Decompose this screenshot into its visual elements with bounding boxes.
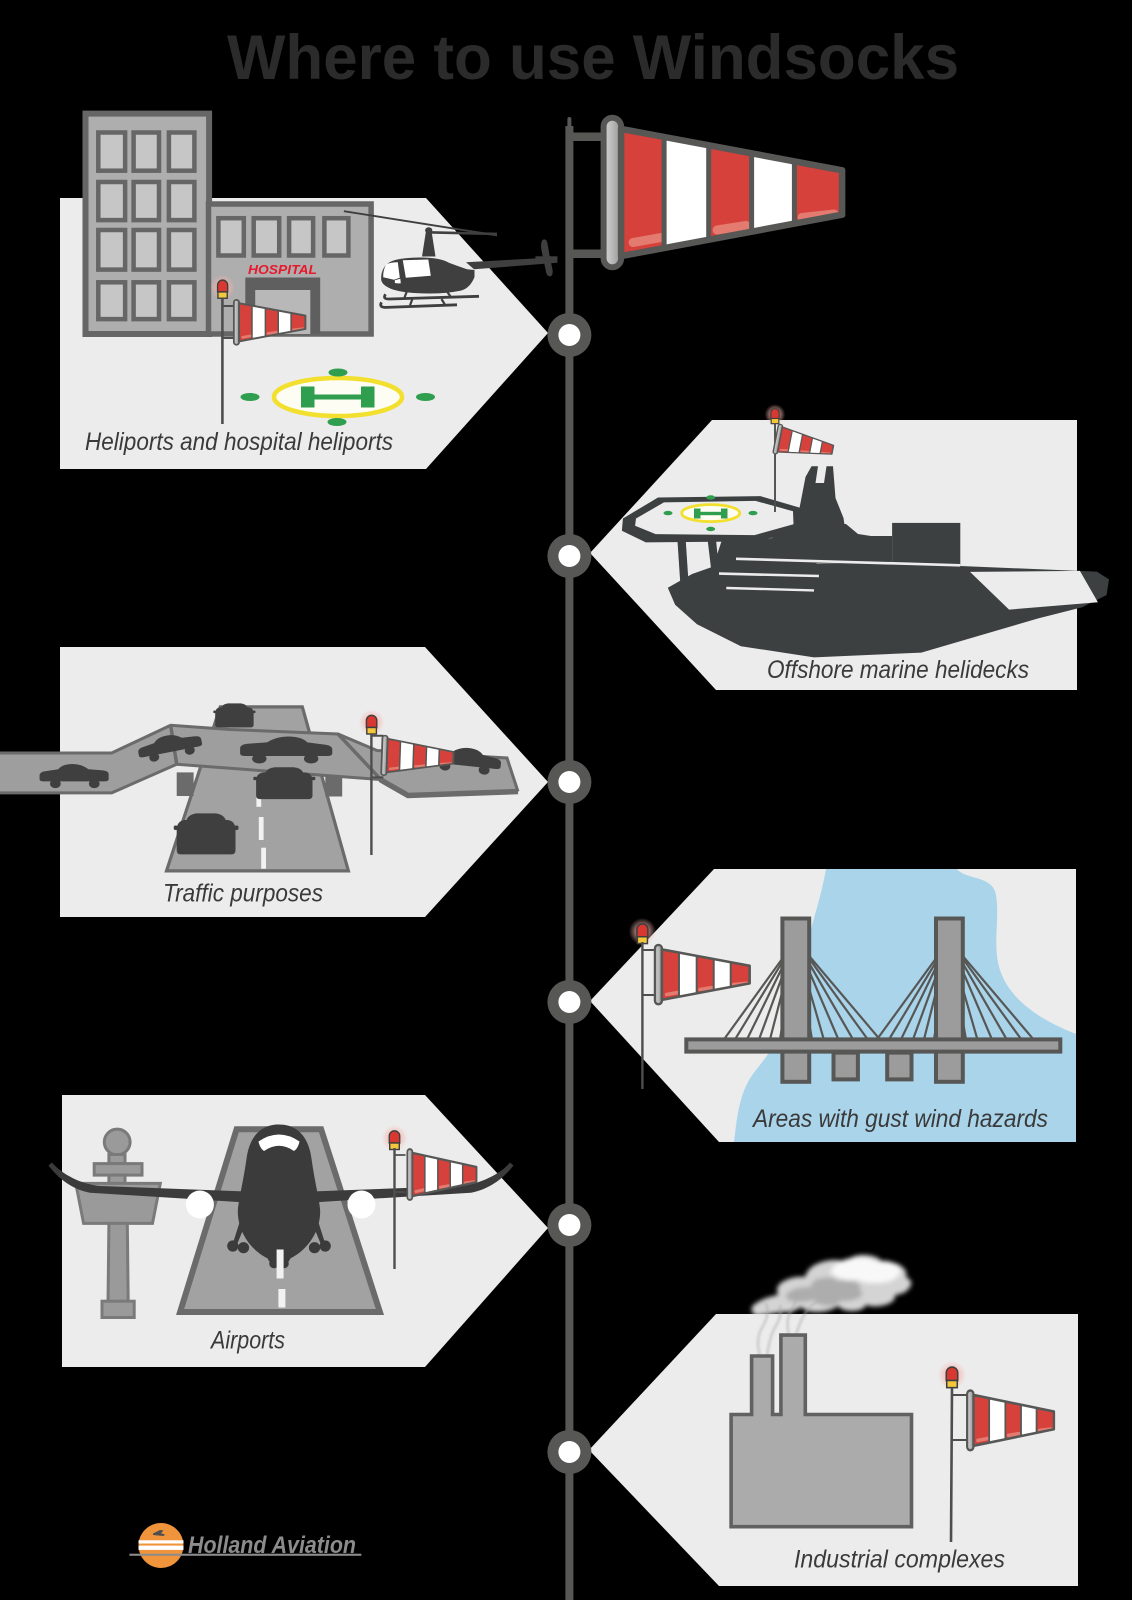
- svg-text:Airports: Airports: [209, 1327, 285, 1355]
- svg-text:Heliports and hospital helipor: Heliports and hospital heliports: [85, 428, 393, 456]
- svg-text:Holland Aviation: Holland Aviation: [188, 1532, 356, 1559]
- svg-text:Offshore marine helidecks: Offshore marine helidecks: [767, 656, 1029, 684]
- svg-text:Traffic purposes: Traffic purposes: [163, 880, 323, 908]
- svg-text:HOSPITAL: HOSPITAL: [248, 262, 317, 277]
- svg-text:Where to use Windsocks: Where to use Windsocks: [227, 23, 959, 93]
- svg-text:Areas with gust wind hazards: Areas with gust wind hazards: [751, 1105, 1048, 1133]
- svg-text:Industrial complexes: Industrial complexes: [794, 1546, 1005, 1574]
